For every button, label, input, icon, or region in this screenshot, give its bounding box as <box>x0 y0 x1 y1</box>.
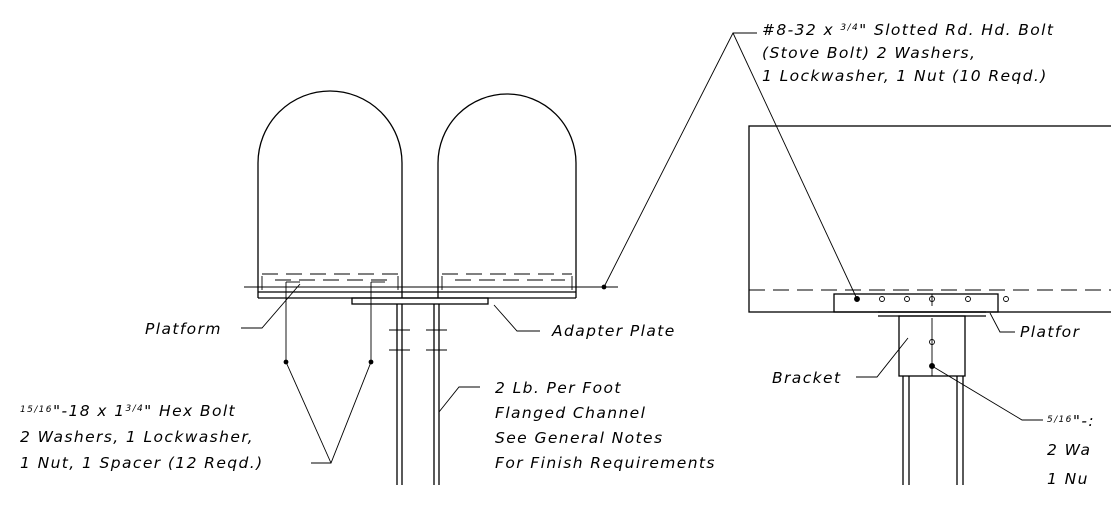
svg-text:5/16"-:: 5/16"-: <box>1047 412 1095 430</box>
channel-line-2: Flanged Channel <box>495 404 646 422</box>
stove-bolt-line-3: 1 Lockwasher, 1 Nut (10 Reqd.) <box>762 67 1048 85</box>
sign-panel-left <box>257 90 403 298</box>
channel-line-3: See General Notes <box>495 429 663 447</box>
stove-bolt-fraction: 3/4 <box>840 23 859 33</box>
stove-bolt-line-2: (Stove Bolt) 2 Washers, <box>762 44 976 62</box>
right-bolt-text-a: "-: <box>1073 412 1095 430</box>
stove-bolt-text-a: #8-32 x <box>762 21 840 39</box>
channel-line-1: 2 Lb. Per Foot <box>495 379 622 397</box>
right-sign-assembly <box>748 125 1111 485</box>
svg-text:15/16"-18 x 13/4" Hex Bolt: 15/16"-18 x 13/4" Hex Bolt <box>20 402 236 420</box>
hex-bolt-line-2: 2 Washers, 1 Lockwasher, <box>20 428 254 446</box>
hex-bolt-line-3: 1 Nut, 1 Spacer (12 Reqd.) <box>20 454 264 472</box>
adapter-plate <box>351 297 489 305</box>
label-platform-right: Platfor <box>1020 323 1081 341</box>
right-bolt-fraction: 5/16 <box>1047 415 1073 425</box>
left-sign-assembly <box>244 90 618 485</box>
flanged-channel <box>389 304 447 485</box>
callout-right-bolt: 5/16"-: 2 Wa 1 Nu <box>1047 412 1095 488</box>
hex-bolt-fraction-a: 15/16 <box>20 405 53 415</box>
callout-stove-bolt: #8-32 x 3/4" Slotted Rd. Hd. Bolt (Stove… <box>762 21 1054 85</box>
callout-hex-bolt: 15/16"-18 x 13/4" Hex Bolt 2 Washers, 1 … <box>20 402 264 472</box>
sign-panel-right <box>437 93 577 298</box>
sign-panel-side <box>748 125 1111 313</box>
label-bracket: Bracket <box>772 369 841 387</box>
svg-text:#8-32 x 3/4" Slotted Rd. Hd. B: #8-32 x 3/4" Slotted Rd. Hd. Bolt <box>762 21 1054 39</box>
callout-channel: 2 Lb. Per Foot Flanged Channel See Gener… <box>495 379 716 472</box>
right-bolt-line-3: 1 Nu <box>1047 470 1089 488</box>
hex-bolt-text-b: " Hex Bolt <box>144 402 236 420</box>
hex-bolt-fraction-b: 3/4 <box>125 404 144 414</box>
label-platform-left: Platform <box>145 320 222 338</box>
channel-line-4: For Finish Requirements <box>495 454 716 472</box>
leader-lines <box>241 32 1043 464</box>
right-bolt-line-2: 2 Wa <box>1047 441 1091 459</box>
stove-bolt-text-b: " Slotted Rd. Hd. Bolt <box>859 21 1054 39</box>
hex-bolt-text-a: "-18 x 1 <box>53 402 126 420</box>
label-adapter-plate: Adapter Plate <box>551 322 676 340</box>
